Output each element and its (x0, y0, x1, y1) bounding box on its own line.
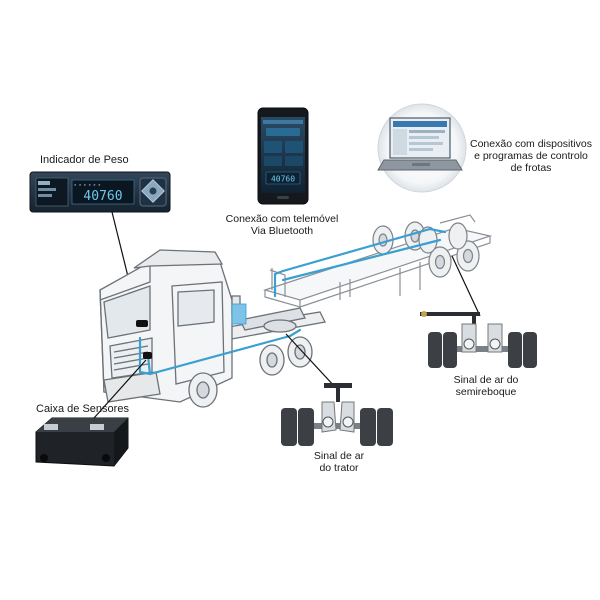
truck-icon (99, 249, 326, 408)
semitrailer-air-signal-line1: Sinal de ar do (453, 374, 519, 386)
sensor-box-label: Caixa de Sensores (36, 403, 129, 415)
weight-indicator-label: Indicador de Peso (40, 154, 129, 166)
semitrailer-air-sensor-detail (420, 255, 537, 368)
semitrailer-air-signal-label: Sinal de ar do semireboque (446, 374, 526, 398)
air-tank (231, 303, 247, 325)
fleet-connection-line3: de frotas (510, 162, 552, 174)
weight-display-value: 40760 (83, 189, 122, 204)
phone-connection-line2: Via Bluetooth (250, 225, 314, 237)
phone-connection-line1: Conexão com telemóvel (225, 213, 339, 225)
phone-display-value: 40760 (271, 175, 295, 184)
fleet-connection-line1: Conexão com dispositivos (470, 138, 592, 150)
phone-connection-label: Conexão com telemóvel Via Bluetooth (220, 213, 344, 237)
cab-sensor-1 (136, 320, 148, 327)
tractor-air-signal-line1: Sinal de ar (313, 450, 365, 462)
tractor-air-sensor-detail (281, 333, 393, 446)
sensor-box-icon (35, 417, 129, 467)
weight-indicator-device: ▪ ▪ ▪ ▪ ▪ ▪ 40760 (29, 171, 171, 213)
smartphone-icon: 40760 (257, 107, 309, 205)
tractor-air-signal-line2: do trator (319, 462, 359, 474)
tractor-air-signal-label: Sinal de ar do trator (304, 450, 374, 474)
fleet-connection-line2: e programas de controlo (474, 150, 588, 162)
fleet-connection-label: Conexão com dispositivos e programas de … (466, 138, 596, 174)
sensorbox-leader-line (93, 359, 147, 419)
semitrailer-air-signal-line2: semireboque (455, 386, 517, 398)
cab-sensor-2 (143, 352, 152, 359)
svg-text:▪ ▪ ▪ ▪ ▪ ▪: ▪ ▪ ▪ ▪ ▪ ▪ (74, 182, 101, 187)
laptop-icon (377, 103, 467, 193)
